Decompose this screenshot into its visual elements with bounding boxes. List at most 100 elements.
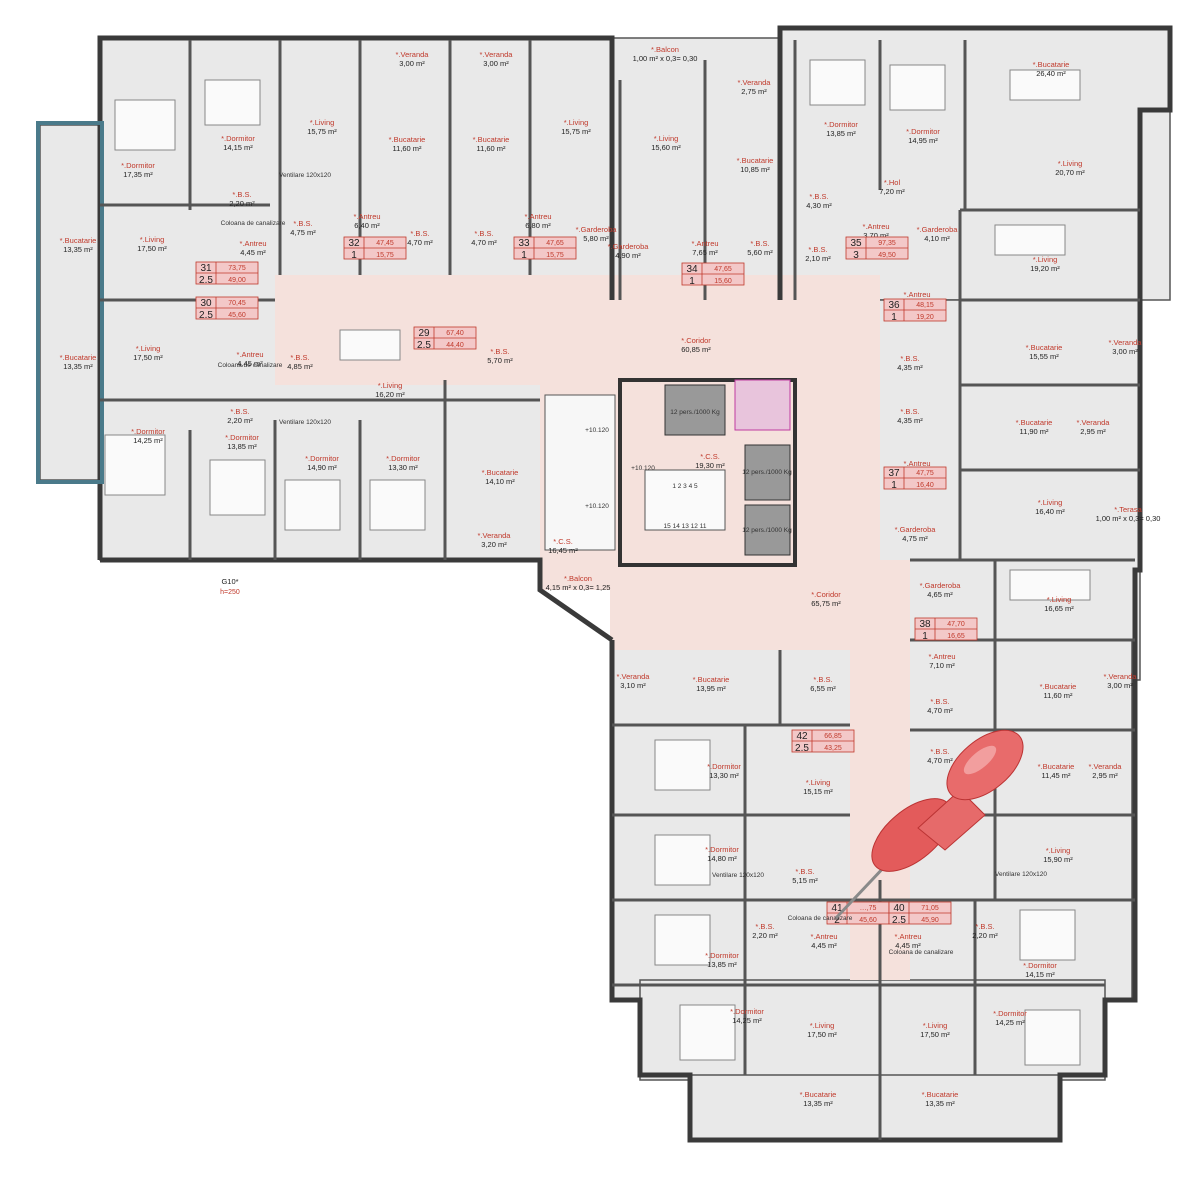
room-name: *.Bucatarie [389, 135, 426, 144]
level-label: G10* [221, 577, 238, 586]
unit-living-area: 15,60 [714, 278, 732, 285]
room-area: 13,95 m² [696, 684, 726, 693]
unit-total-area: 47,45 [376, 240, 394, 247]
room-area: 11,60 m² [1043, 691, 1073, 700]
furniture [104, 59, 1091, 1066]
room-name: *.B.S. [755, 922, 774, 931]
unit-living-area: 16,40 [916, 482, 934, 489]
unit-number: 40 [893, 903, 905, 914]
room-name: *.B.S. [795, 867, 814, 876]
room-label: *.B.S.2,20 m² [972, 922, 998, 940]
room-name: *.Dormitor [386, 454, 420, 463]
room-name: *.Living [806, 778, 831, 787]
room-area: 11,45 m² [1041, 771, 1071, 780]
room-area: 3,00 m² [483, 59, 509, 68]
unit-total-area: 70,45 [228, 300, 246, 307]
room-name: *.B.S. [813, 675, 832, 684]
unit-total-area: 66,85 [824, 733, 842, 740]
room-area: 14,95 m² [908, 136, 938, 145]
room-name: *.B.S. [975, 922, 994, 931]
room-name: *.Dormitor [1023, 961, 1057, 970]
room-area: 15,75 m² [307, 127, 337, 136]
unit-number: 35 [850, 238, 862, 249]
room-name: *.Hol [884, 178, 901, 187]
room-area: 4,35 m² [897, 363, 923, 372]
room-area: 1,00 m² x 0,3= 0,30 [633, 54, 698, 63]
room-name: *.Antreu [691, 239, 718, 248]
room-area: 4,85 m² [287, 362, 313, 371]
room-area: 3,70 m² [863, 231, 889, 240]
corridor-mid [610, 560, 910, 650]
room-name: *.Dormitor [906, 127, 940, 136]
stair [644, 469, 726, 531]
room-area: 16,65 m² [1044, 604, 1074, 613]
room-name: *.Bucatarie [482, 468, 519, 477]
room-name: *.Antreu [524, 212, 551, 221]
room-name: *.Bucatarie [1016, 418, 1053, 427]
unit-total-area: …,75 [860, 905, 877, 912]
room-name: *.Garderoba [895, 525, 937, 534]
lift-1 [664, 384, 726, 436]
unit-number: 36 [888, 300, 900, 311]
unit-number: 32 [348, 238, 360, 249]
room-area: 15,75 m² [561, 127, 591, 136]
unit-number: 42 [796, 731, 808, 742]
room-area: 3,10 m² [620, 681, 646, 690]
room-name: *.Bucatarie [1033, 60, 1070, 69]
unit-number: 34 [686, 264, 698, 275]
unit-living-area: 49,50 [878, 252, 896, 259]
room-area: 5,80 m² [583, 234, 609, 243]
room-name: *.Veranda [1077, 418, 1111, 427]
room-name: *.Antreu [903, 290, 930, 299]
interior-walls [100, 40, 1140, 1140]
room-area: 11,90 m² [1019, 427, 1049, 436]
room-name: *.C.S. [553, 537, 573, 546]
room-area: 2,75 m² [741, 87, 767, 96]
room-area: 19,30 m² [695, 461, 725, 470]
room-name: *.Living [564, 118, 589, 127]
room-area: 17,50 m² [807, 1030, 837, 1039]
room-area: 10,85 m² [740, 165, 770, 174]
room-area: 16,40 m² [1035, 507, 1065, 516]
room-name: *.B.S. [293, 219, 312, 228]
room-area: 3,00 m² [1107, 681, 1133, 690]
room-area: 4,75 m² [290, 228, 316, 237]
room-name: *.Bucatarie [1038, 762, 1075, 771]
unit-number: 41 [831, 903, 843, 914]
room-name: *.Dormitor [121, 161, 155, 170]
room-name: *.Coridor [681, 336, 711, 345]
annotation-label: Coloana de canalizare [218, 362, 283, 369]
room-name: *.Veranda [1089, 762, 1123, 771]
room-name: *.Living [310, 118, 335, 127]
room-area: 4,45 m² [237, 359, 263, 368]
room-label: *.B.S.4,70 m² [927, 747, 953, 765]
room-label: *.B.S.4,35 m² [897, 407, 923, 425]
room-name: *.Bucatarie [693, 675, 730, 684]
room-name: *.Living [1033, 255, 1058, 264]
unit-living-area: 49,00 [228, 277, 246, 284]
unit-rooms: 2.5 [795, 743, 809, 754]
unit-living-area: 16,65 [947, 633, 965, 640]
unit-rooms: 2 [834, 915, 840, 926]
room-name: *.Antreu [894, 932, 921, 941]
room-name: *.Veranda [1109, 338, 1143, 347]
